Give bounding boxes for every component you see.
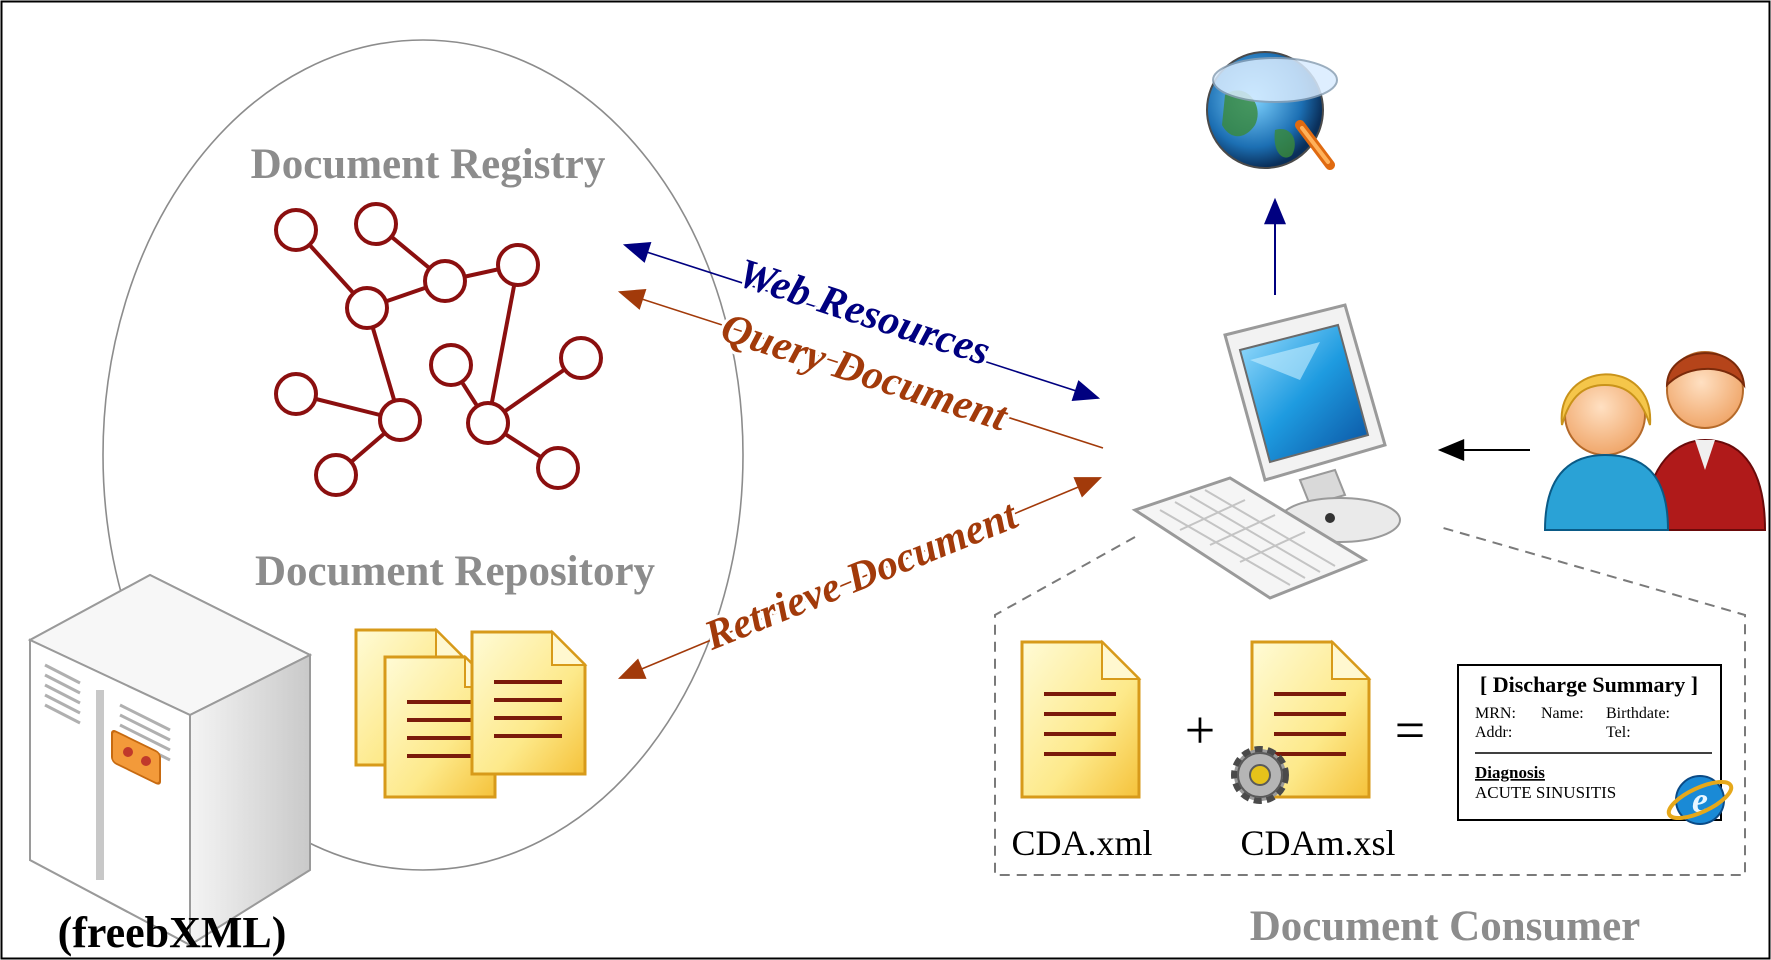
retrieve-document-label: Retrieve Document [697,492,1025,660]
graph-node [314,453,358,497]
registry-title: Document Registry [251,141,606,188]
graph-node [536,446,580,490]
web-resources-arrow [622,241,1101,402]
consumer-region [994,526,1746,876]
users-icon [1543,351,1767,531]
equals-sign: = [1395,700,1425,760]
document-icon [470,629,588,776]
graph-node [423,259,467,303]
globe-magnifier-icon [1206,51,1338,170]
cda-xml-document-icon [1020,639,1142,799]
retrieve-document-arrow [617,477,1103,679]
query-document-arrow [617,288,1104,449]
summary-mrn: MRN: [1475,705,1516,722]
graph-node [274,208,318,252]
graph-node [274,372,318,416]
repository-documents-icon [354,627,588,799]
browser-e-icon: e [1666,775,1734,825]
cda-xml-label: CDA.xml [1011,823,1152,863]
computer-icon [1131,303,1401,600]
graph-node [466,401,510,445]
summary-addr: Addr: [1475,724,1512,741]
registry-graph-icon [274,202,603,497]
summary-tel: Tel: [1606,724,1631,741]
plus-sign: + [1185,700,1215,760]
summary-name: Name: [1541,705,1584,722]
consumer-title: Document Consumer [1250,903,1641,950]
graph-node [378,398,422,442]
graph-node [354,202,398,246]
cdam-xsl-label: CDAm.xsl [1240,823,1395,863]
summary-birthdate: Birthdate: [1606,705,1670,722]
gear-icon [1231,746,1289,804]
graph-node [429,343,473,387]
registry-repository-ellipse [102,39,744,871]
repository-title: Document Repository [255,548,656,595]
graph-node [559,336,603,380]
server-label: (freebXML) [58,908,287,957]
graph-node [496,243,540,287]
server-icon [27,573,313,947]
summary-diagnosis-value: ACUTE SINUSITIS [1475,783,1616,802]
summary-diagnosis-label: Diagnosis [1475,763,1545,782]
summary-title: [ Discharge Summary ] [1480,672,1698,697]
graph-node [345,286,389,330]
